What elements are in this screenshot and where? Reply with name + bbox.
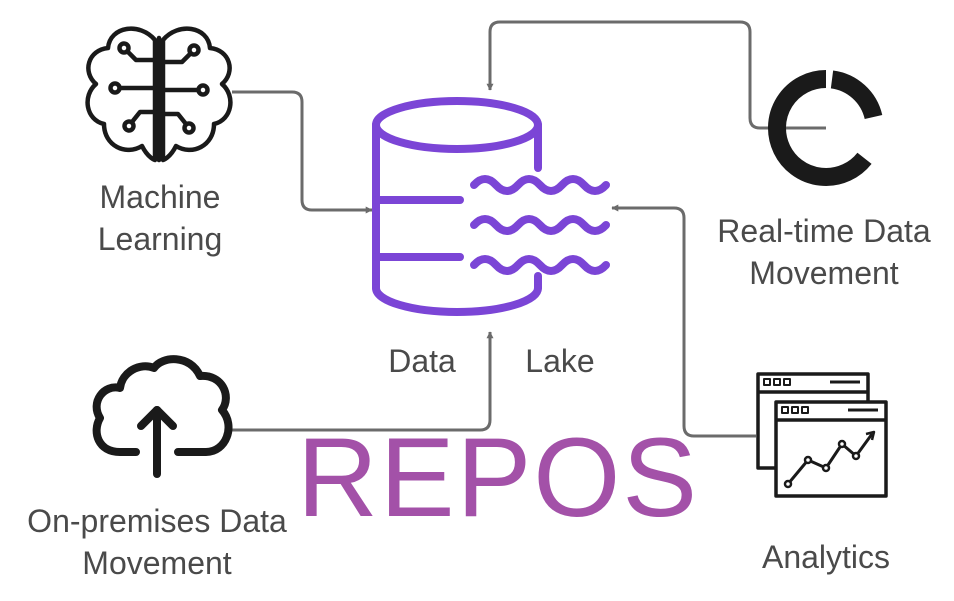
database-waves-icon (372, 97, 610, 316)
data-lake-word1: Data (388, 343, 456, 379)
connector-analytics-to-lake (611, 204, 756, 438)
machine-learning-label: Machine Learning (60, 176, 260, 260)
onprem-line2: Movement (82, 545, 232, 581)
connector-onprem-to-lake (232, 331, 494, 432)
connector-ml-to-lake (232, 90, 373, 214)
brain-circuit-icon (85, 26, 233, 163)
data-lake-word2: Lake (525, 343, 595, 379)
onprem-label: On-premises Data Movement (4, 500, 310, 584)
machine-learning-line1: Machine (99, 179, 221, 215)
watermark-text: REPOS (297, 415, 700, 540)
cloud-upload-icon (92, 355, 233, 478)
partial-ring-icon (768, 70, 883, 186)
connectors (232, 20, 826, 438)
connector-realtime-to-lake (486, 20, 826, 130)
onprem-line1: On-premises Data (27, 503, 287, 539)
dashboard-chart-icon (756, 372, 888, 498)
analytics-label: Analytics (761, 539, 891, 575)
realtime-line1: Real-time Data (717, 213, 931, 249)
machine-learning-line2: Learning (97, 221, 223, 257)
realtime-line2: Movement (749, 255, 899, 291)
realtime-label: Real-time Data Movement (694, 210, 954, 294)
